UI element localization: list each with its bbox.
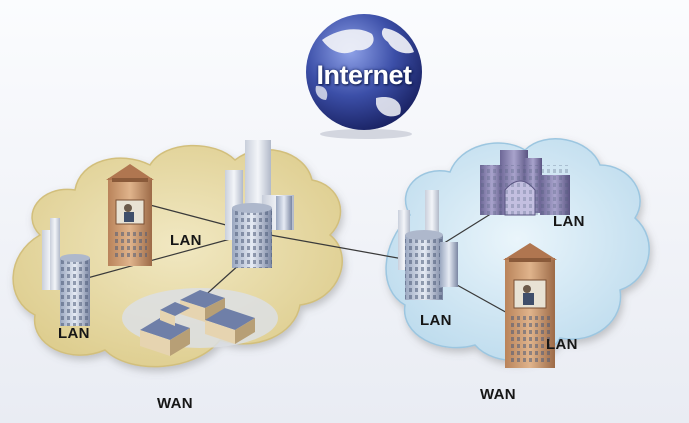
left-lan-label-center: LAN — [170, 232, 202, 249]
campus-houses-icon — [140, 290, 255, 356]
right-wan-label: WAN — [480, 386, 516, 403]
left-wan-label: WAN — [157, 395, 193, 412]
right-wan-cloud — [385, 138, 650, 362]
right-brick-tower-icon — [503, 243, 557, 368]
left-back-tower-icon — [42, 218, 60, 290]
right-hq-complex-icon — [480, 150, 570, 216]
left-brick-tower-icon — [106, 164, 154, 266]
right-office-tower-icon — [398, 190, 458, 300]
left-office-cluster-icon — [225, 140, 294, 268]
right-lan-label-right: LAN — [546, 336, 578, 353]
link-left-wan-to-right-wan — [269, 234, 421, 263]
left-lan-label-bottom: LAN — [58, 325, 90, 342]
link-left-tower-to-office — [79, 234, 246, 281]
left-office-tower-icon — [60, 254, 90, 326]
internet-label: Internet — [316, 60, 412, 90]
right-lan-label-top: LAN — [553, 213, 585, 230]
internet-globe-icon — [306, 14, 422, 139]
right-lan-label-left: LAN — [420, 312, 452, 329]
